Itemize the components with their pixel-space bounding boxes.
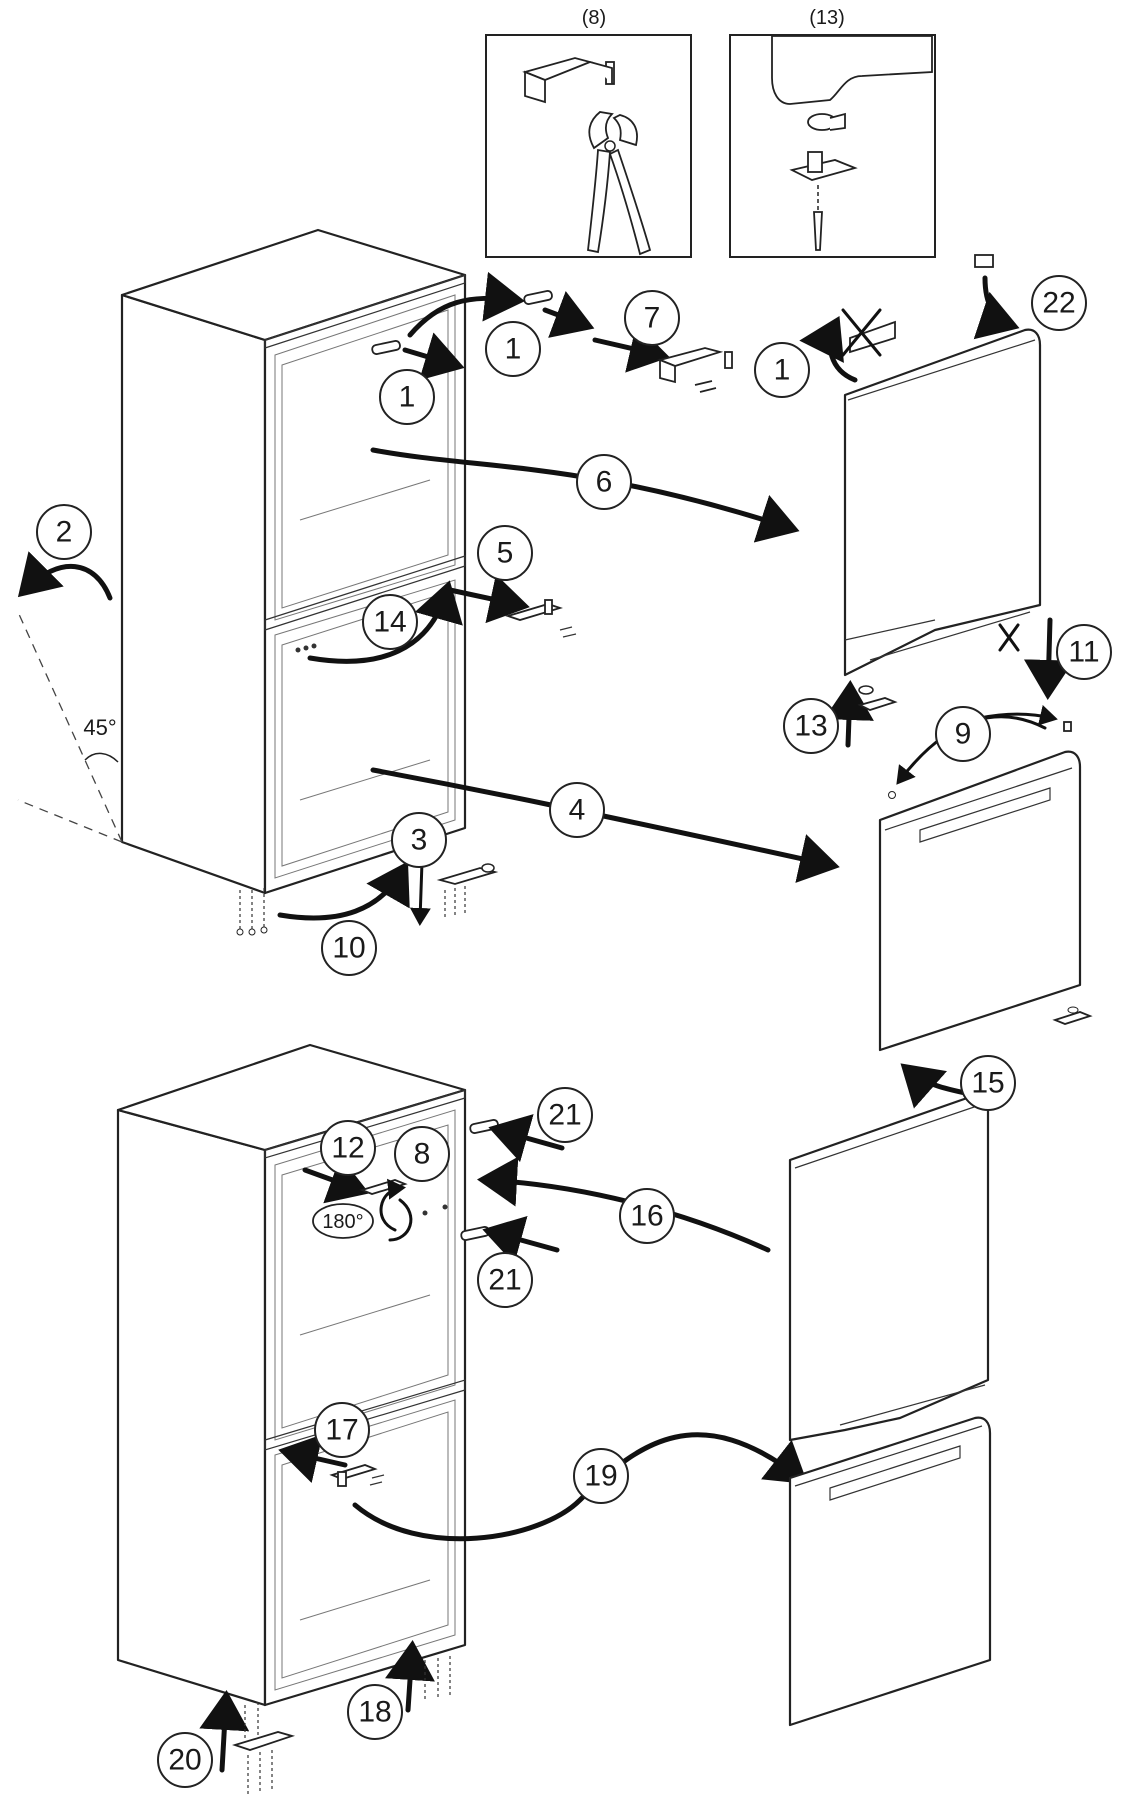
inset-13: (13): [729, 7, 936, 258]
step-7-callout: 7: [624, 290, 680, 346]
step-1-label: 1: [399, 381, 416, 414]
step-1-callout: 1: [379, 369, 435, 425]
step-1-label: 1: [774, 354, 791, 387]
step-11-callout: 11: [1056, 624, 1112, 680]
step-12-callout: 12: [320, 1120, 376, 1176]
step-2-callout: 2: [36, 504, 92, 560]
step-19-callout: 19: [573, 1448, 629, 1504]
step-12-label: 12: [331, 1132, 364, 1165]
rotation-badge: [312, 1203, 374, 1239]
step-10-label: 10: [332, 932, 365, 965]
step-6-callout: 6: [576, 454, 632, 510]
step-21-label: 21: [488, 1264, 521, 1297]
step-1-callout: 1: [754, 342, 810, 398]
step-14-callout: 14: [362, 594, 418, 650]
step-7-label: 7: [644, 302, 661, 335]
step-19-label: 19: [584, 1460, 617, 1493]
step-21-callout: 21: [477, 1252, 533, 1308]
freezer-door-middle: [878, 705, 1093, 1109]
inset-13-label: (13): [809, 7, 845, 29]
step-6-label: 6: [596, 466, 613, 499]
step-18-callout: 18: [347, 1684, 403, 1740]
step-13-callout: 13: [783, 698, 839, 754]
step-11-label: 11: [1068, 636, 1099, 669]
step-17-callout: 17: [314, 1402, 370, 1458]
step-13-label: 13: [794, 710, 827, 743]
inset-8-label: (8): [582, 7, 606, 29]
step-2-label: 2: [56, 516, 73, 549]
angle-label: 45°: [83, 715, 116, 740]
step-15-label: 15: [971, 1067, 1004, 1100]
step-4-callout: 4: [549, 782, 605, 838]
step-16-callout: 16: [619, 1188, 675, 1244]
step-16-label: 16: [630, 1200, 663, 1233]
hinge-pin-part: [522, 57, 615, 104]
step-15-callout: 15: [960, 1055, 1016, 1111]
tilt-guide: 45°: [17, 551, 123, 843]
step-10-callout: 10: [321, 920, 377, 976]
rotation-label: 180°: [322, 1211, 363, 1233]
step-callouts: 1 1 1 2 3 4 5 6 7 8 9 10 11 12 13 14 15 …: [36, 275, 1112, 1788]
fridge-door-reinstalled: [788, 1095, 990, 1442]
step-21-label: 21: [548, 1099, 581, 1132]
step-20-callout: 20: [157, 1732, 213, 1788]
top-fridge-cabinet: [120, 228, 467, 895]
step-4-label: 4: [569, 794, 586, 827]
step-21-callout: 21: [537, 1087, 593, 1143]
inset-8: (8): [485, 7, 692, 258]
step-8-label: 8: [414, 1138, 431, 1171]
pliers-icon: [587, 111, 652, 256]
step-18-label: 18: [358, 1696, 391, 1729]
step-5-callout: 5: [477, 525, 533, 581]
freezer-door-reinstalled: [788, 1416, 992, 1727]
step-3-label: 3: [411, 824, 428, 857]
step-3-callout: 3: [391, 812, 447, 868]
step-20-label: 20: [168, 1744, 201, 1777]
top-steps: [236, 271, 840, 936]
step-9-label: 9: [955, 718, 972, 751]
step-9-callout: 9: [935, 706, 991, 762]
step-1-label: 1: [505, 333, 522, 366]
door-bushing-part: [789, 112, 858, 251]
bottom-fridge-cabinet: [116, 1043, 467, 1707]
fridge-door-upper: [799, 254, 1074, 748]
step-22-label: 22: [1042, 287, 1075, 320]
step-17-label: 17: [325, 1414, 358, 1447]
step-1-callout: 1: [485, 321, 541, 377]
step-14-label: 14: [373, 606, 406, 639]
step-8-callout: 8: [394, 1126, 450, 1182]
step-5-label: 5: [497, 537, 514, 570]
step-22-callout: 22: [1031, 275, 1087, 331]
